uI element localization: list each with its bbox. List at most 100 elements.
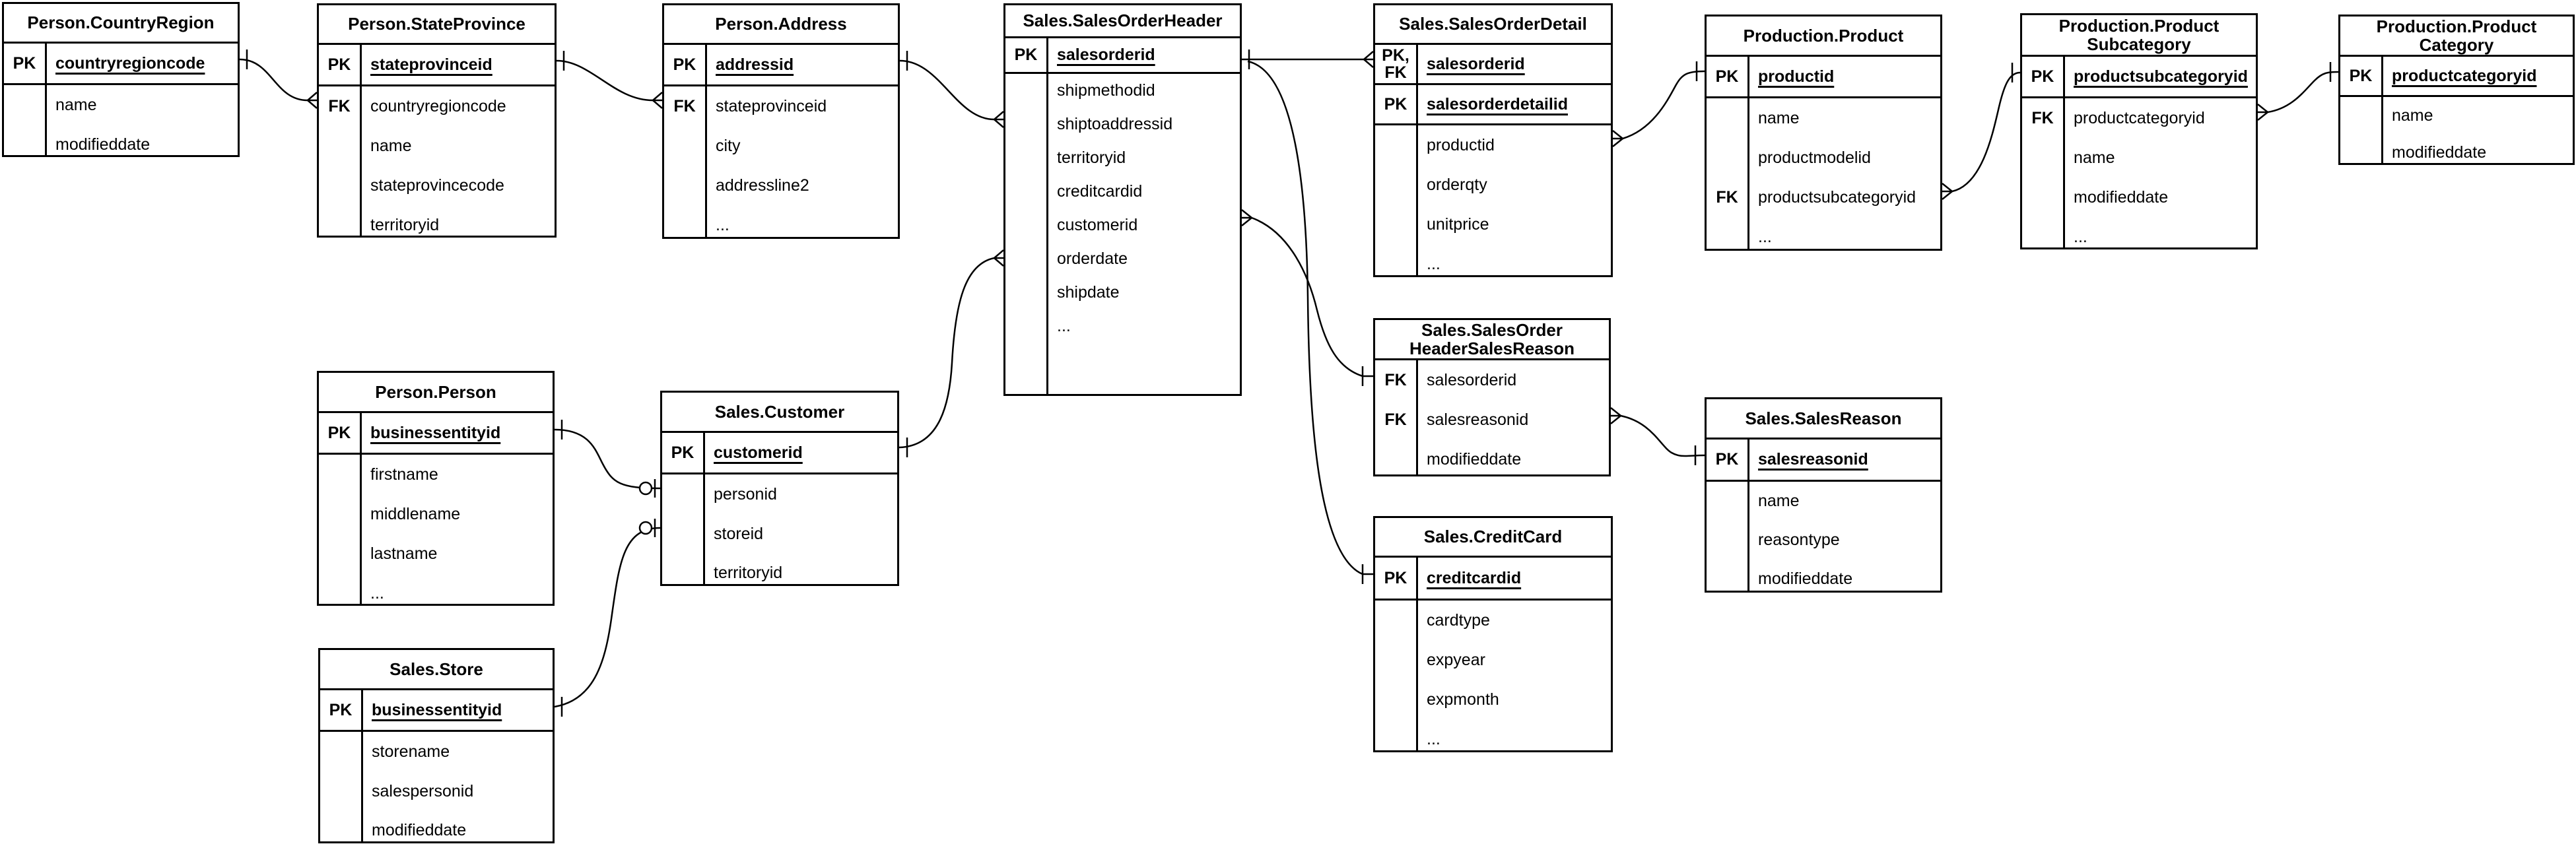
entity-title: Sales.Store <box>320 650 553 690</box>
entity-title: Person.CountryRegion <box>4 4 238 44</box>
column-territoryid: territoryid <box>714 563 783 582</box>
connector-product-productsubcategory[interactable] <box>1942 63 2021 200</box>
key-badge <box>1375 125 1416 165</box>
entity-title: Production.Product Category <box>2340 16 2573 57</box>
key-badge <box>1375 719 1416 750</box>
column-modifieddate: modifieddate <box>2074 187 2169 207</box>
column-storename: storename <box>372 742 450 761</box>
column-salesorderid: salesorderid <box>1427 370 1517 389</box>
key-column-divider <box>2063 57 2065 247</box>
column-businessentityid: businessentityid <box>370 423 501 442</box>
connector-address-salesorderheader[interactable] <box>899 51 1004 128</box>
connector-salesorderheader-headersalesreason[interactable] <box>1241 209 1373 386</box>
column-ellipsis: ... <box>370 583 384 602</box>
connector-countryregion-stateprovince[interactable] <box>239 49 318 109</box>
column-stateprovinceid: stateprovinceid <box>370 55 492 74</box>
column-ellipsis: ... <box>1057 317 1071 335</box>
entity-production-productcategory[interactable]: Production.Product Category PK productcat… <box>2338 15 2575 165</box>
pk-badge: PK <box>2031 67 2054 86</box>
key-badge <box>1375 205 1416 244</box>
key-badge <box>319 126 360 166</box>
column-addressid: addressid <box>716 55 794 74</box>
column-ellipsis: ... <box>1427 254 1441 273</box>
column-name: name <box>55 95 97 114</box>
pk-badge: PK <box>1715 67 1739 86</box>
key-badge <box>1005 209 1046 242</box>
pk-badge: PK <box>1384 568 1407 587</box>
column-stateprovinceid: stateprovinceid <box>716 96 827 115</box>
key-badge <box>1707 138 1747 178</box>
key-badge <box>1005 74 1046 108</box>
connector-stateprovince-address[interactable] <box>556 51 663 109</box>
key-badge <box>320 811 361 841</box>
column-customerid: customerid <box>714 443 803 462</box>
key-badge <box>1375 244 1416 275</box>
column-shipdate: shipdate <box>1057 283 1120 302</box>
key-column-divider <box>1416 558 1418 750</box>
entity-title: Person.StateProvince <box>319 5 555 45</box>
fk-badge: FK <box>1716 187 1738 207</box>
key-badge <box>1005 175 1046 209</box>
pk-badge: PK <box>2349 66 2373 85</box>
fk-badge: FK <box>673 96 696 115</box>
column-stateprovincecode: stateprovincecode <box>370 176 504 195</box>
pk-badge: PK <box>1014 46 1038 65</box>
column-creditcardid: creditcardid <box>1057 182 1143 201</box>
column-customerid: customerid <box>1057 216 1138 234</box>
key-badge <box>1375 439 1416 474</box>
connector-salesorderheader-salesorderdetail[interactable] <box>1242 49 1374 69</box>
column-salesorderid: salesorderid <box>1427 54 1525 73</box>
pk-badge: PK <box>327 423 351 442</box>
connector-productsubcategory-productcategory[interactable] <box>2257 62 2339 121</box>
key-column-divider <box>705 45 707 237</box>
entity-sales-salesorderdetail[interactable]: Sales.SalesOrderDetail PK, FK salesorderi… <box>1373 3 1613 277</box>
key-badge <box>662 514 703 554</box>
key-badge <box>664 126 705 166</box>
key-badge <box>2022 138 2063 178</box>
key-column-divider <box>1747 439 1749 591</box>
column-orderqty: orderqty <box>1427 175 1487 194</box>
entity-title: Person.Address <box>664 5 898 45</box>
fk-badge: FK <box>2031 108 2054 127</box>
column-shiptoaddressid: shiptoaddressid <box>1057 115 1173 133</box>
entity-title: Sales.SalesReason <box>1707 399 1940 439</box>
column-cardtype: cardtype <box>1427 610 1490 630</box>
fk-badge: FK <box>1384 410 1407 429</box>
column-name: name <box>370 136 412 155</box>
column-productcategoryid: productcategoryid <box>2392 66 2537 85</box>
column-orderdate: orderdate <box>1057 249 1128 268</box>
connector-customer-salesorderheader[interactable] <box>898 249 1004 457</box>
connector-store-customer[interactable] <box>554 519 661 717</box>
key-column-divider <box>360 45 362 236</box>
connector-person-customer[interactable] <box>554 420 661 498</box>
column-salesreasonid: salesreasonid <box>1427 410 1529 429</box>
fk-badge: FK <box>1384 370 1407 389</box>
key-column-divider <box>360 413 362 604</box>
pk-fk-badge: PK, FK <box>1382 46 1409 82</box>
entity-title: Sales.SalesOrderDetail <box>1375 5 1611 45</box>
key-badge <box>319 534 360 573</box>
pk-badge: PK <box>671 443 695 462</box>
entity-sales-salesorderheadersalesreason[interactable]: Sales.SalesOrder HeaderSalesReason FK sal… <box>1373 318 1611 476</box>
entity-title: Sales.SalesOrder HeaderSalesReason <box>1375 320 1609 360</box>
key-badge <box>662 554 703 584</box>
column-modifieddate: modifieddate <box>1758 569 1853 588</box>
connector-headersalesreason-salesreason[interactable] <box>1610 407 1705 465</box>
pk-badge: PK <box>1384 94 1407 114</box>
key-badge <box>2022 178 2063 217</box>
column-ellipsis: ... <box>1427 729 1441 748</box>
connector-salesorderheader-creditcard[interactable] <box>1247 60 1373 584</box>
connector-salesorderdetail-product[interactable] <box>1612 61 1705 147</box>
